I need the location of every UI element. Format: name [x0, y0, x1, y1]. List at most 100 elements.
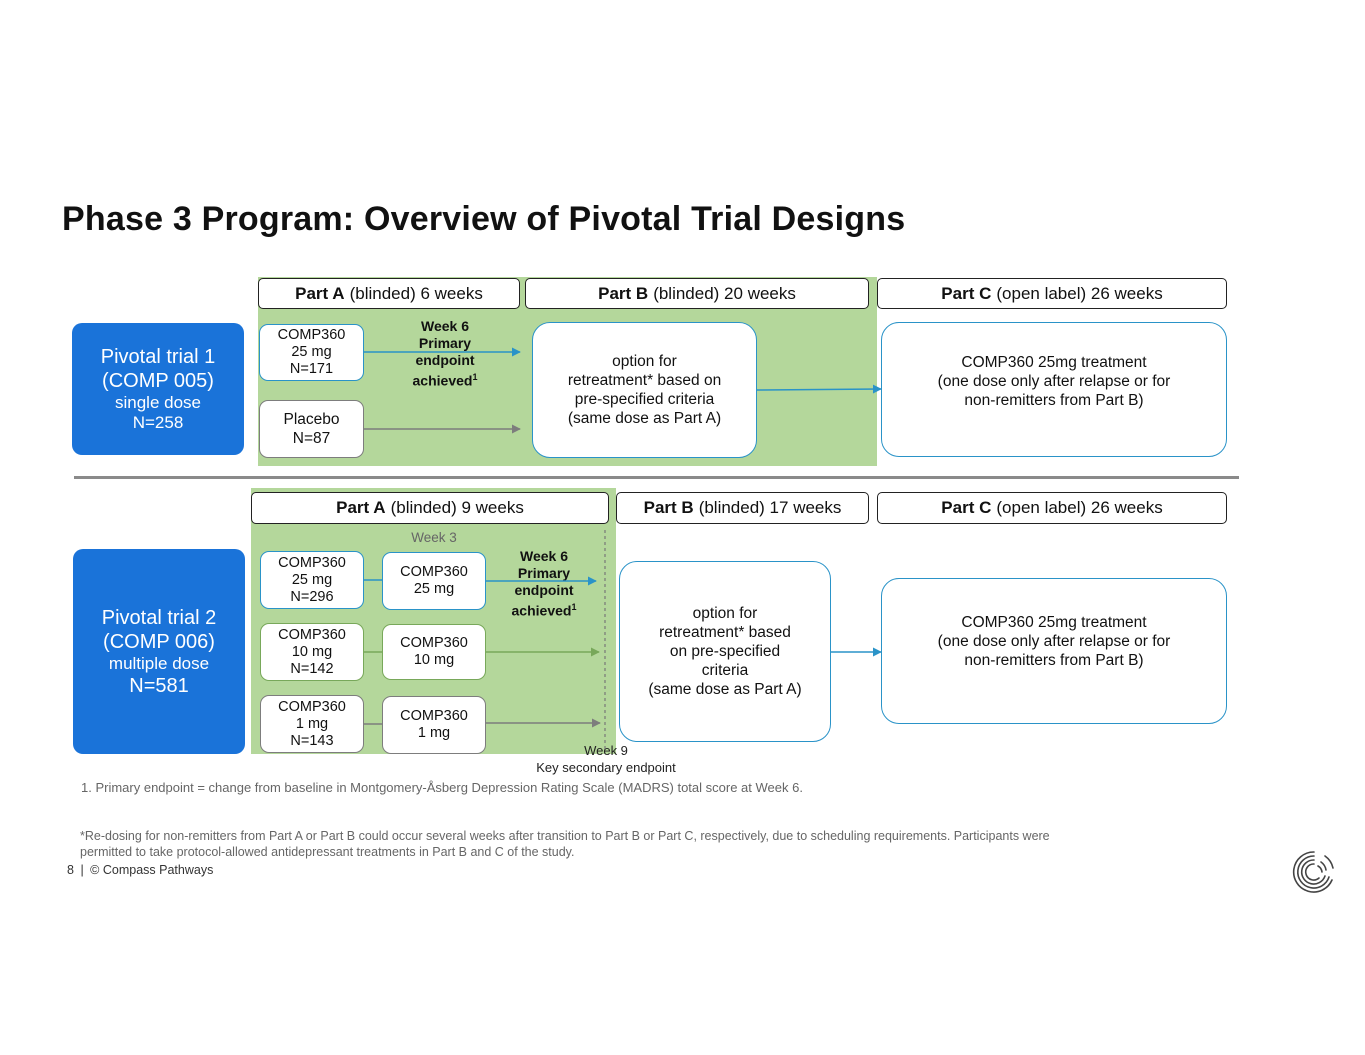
trial1-part-c-treatment-box: COMP360 25mg treatment (one dose only af… — [881, 322, 1227, 457]
trial2-arm-25mg-first-dose: COMP360 25 mg N=296 — [260, 551, 364, 609]
footnote-line: permitted to take protocol-allowed antid… — [80, 845, 575, 859]
arm-drug: COMP360 — [400, 564, 468, 580]
trial1-arm-comp360-25mg: COMP360 25 mg N=171 — [259, 324, 364, 381]
part-detail: (blinded) 6 weeks — [349, 283, 483, 303]
arm-drug: COMP360 — [400, 635, 468, 651]
arm-n: N=143 — [290, 732, 334, 749]
trial-design: multiple dose — [108, 653, 210, 673]
arm-dose: 1 mg — [295, 715, 329, 732]
endpoint-week: Week 6 — [421, 318, 469, 334]
arm-n: N=142 — [290, 660, 334, 677]
part-label: Part C — [941, 498, 992, 517]
box-text: option for — [612, 353, 677, 370]
endpoint-text: Primary — [418, 335, 472, 351]
endpoint-text: endpoint — [415, 352, 475, 368]
part-label: Part C — [941, 283, 992, 303]
trial-code: (COMP 006) — [103, 630, 215, 653]
box-text: non-remitters from Part B) — [964, 392, 1144, 409]
trial1-part-c-header: Part C(open label) 26 weeks — [877, 278, 1227, 309]
box-text: (one dose only after relapse or for — [937, 373, 1171, 390]
endpoint-text: endpoint — [514, 582, 574, 598]
compass-pathways-logo-icon — [1292, 851, 1334, 893]
trial2-label-box: Pivotal trial 2 (COMP 006) multiple dose… — [73, 549, 245, 754]
arm-n: N=171 — [289, 361, 334, 377]
box-text: criteria — [701, 662, 749, 679]
trial-name: Pivotal trial 1 — [100, 346, 216, 368]
trial1-primary-endpoint-label: Week 6 Primary endpoint achieved1 — [395, 318, 495, 390]
trial1-part-b-retreatment-box: option for retreatment* based on pre-spe… — [532, 322, 757, 458]
footnote-redosing: *Re-dosing for non-remitters from Part A… — [80, 828, 1300, 860]
footer-separator: | — [80, 863, 84, 877]
trial-code: (COMP 005) — [102, 370, 214, 392]
arm-drug: COMP360 — [400, 708, 468, 724]
trial2-part-b-retreatment-box: option for retreatment* based on pre-spe… — [619, 561, 831, 742]
box-text: (one dose only after relapse or for — [937, 632, 1171, 650]
copyright: © Compass Pathways — [90, 863, 214, 877]
footnote-line: *Re-dosing for non-remitters from Part A… — [80, 829, 1050, 843]
trial2-part-c-treatment-box: COMP360 25mg treatment (one dose only af… — [881, 578, 1227, 724]
part-detail: (blinded) 9 weeks — [390, 498, 524, 517]
arm-drug: COMP360 — [278, 626, 346, 643]
trial2-primary-endpoint-label: Week 6 Primary endpoint achieved1 — [494, 548, 594, 620]
endpoint-week: Week 6 — [520, 548, 568, 564]
box-text: (same dose as Part A) — [567, 410, 722, 427]
trial2-arm-1mg-second-dose: COMP360 1 mg — [382, 696, 486, 754]
key-secondary-endpoint-label: Key secondary endpoint — [536, 760, 676, 775]
trial1-label-box: Pivotal trial 1 (COMP 005) single dose N… — [72, 323, 244, 455]
endpoint-text: achieved — [511, 602, 572, 619]
footnote-primary-endpoint: 1. Primary endpoint = change from baseli… — [81, 780, 803, 795]
trial2-part-b-header: Part B(blinded) 17 weeks — [616, 492, 869, 524]
part-label: Part B — [643, 498, 694, 517]
part-detail: (blinded) 17 weeks — [698, 498, 842, 517]
box-text: COMP360 25mg treatment — [961, 613, 1147, 631]
arm-n: N=296 — [290, 588, 334, 605]
footnote-ref: 1 — [571, 602, 577, 612]
trial2-part-a-header: Part A(blinded) 9 weeks — [251, 492, 609, 524]
part-detail: (open label) 26 weeks — [996, 498, 1163, 517]
arm-dose: 10 mg — [413, 652, 455, 668]
arm-n: N=87 — [292, 430, 331, 447]
slide-footer: 8 | © Compass Pathways — [67, 863, 213, 877]
trial-name: Pivotal trial 2 — [101, 606, 217, 629]
arm-dose: 25 mg — [413, 581, 455, 597]
arm-dose: 25 mg — [291, 571, 333, 588]
part-label: Part A — [295, 283, 345, 303]
part-detail: (open label) 26 weeks — [996, 283, 1163, 303]
week3-label: Week 3 — [411, 530, 457, 545]
arm-dose: 1 mg — [417, 725, 451, 741]
box-text: pre-specified criteria — [574, 391, 715, 408]
page-number: 8 — [67, 863, 74, 877]
trial2-part-c-header: Part C(open label) 26 weeks — [877, 492, 1227, 524]
arm-drug: COMP360 — [278, 554, 346, 571]
arm-drug: COMP360 — [278, 698, 346, 715]
part-label: Part B — [598, 283, 649, 303]
endpoint-text: Primary — [517, 565, 571, 581]
box-text: on pre-specified — [669, 643, 781, 660]
page-title: Phase 3 Program: Overview of Pivotal Tri… — [62, 200, 906, 238]
trials-divider — [74, 476, 1239, 479]
endpoint-text: achieved — [412, 372, 473, 389]
arm-drug: Placebo — [283, 411, 340, 428]
trial1-part-a-header: Part A(blinded) 6 weeks — [258, 278, 520, 309]
footnote-ref: 1 — [472, 372, 478, 382]
part-detail: (blinded) 20 weeks — [653, 283, 796, 303]
box-text: retreatment* based — [659, 624, 791, 641]
trial1-arm-placebo: Placebo N=87 — [259, 400, 364, 458]
trial-design: single dose — [114, 393, 201, 412]
arm-dose: 10 mg — [291, 643, 333, 660]
box-text: option for — [692, 605, 758, 622]
box-text: retreatment* based on — [567, 372, 722, 389]
week9-label: Week 9 — [584, 743, 628, 758]
trial-n: N=581 — [129, 674, 189, 697]
arm-dose: 25 mg — [291, 344, 332, 360]
arm-drug: COMP360 — [277, 327, 346, 343]
trial2-arm-25mg-second-dose: COMP360 25 mg — [382, 552, 486, 610]
trial-n: N=258 — [132, 413, 184, 432]
trial1-part-b-header: Part B(blinded) 20 weeks — [525, 278, 869, 309]
part-label: Part A — [336, 498, 386, 517]
box-text: COMP360 25mg treatment — [961, 354, 1147, 371]
trial2-arm-10mg-first-dose: COMP360 10 mg N=142 — [260, 623, 364, 681]
trial2-arm-10mg-second-dose: COMP360 10 mg — [382, 624, 486, 680]
box-text: non-remitters from Part B) — [964, 651, 1144, 669]
